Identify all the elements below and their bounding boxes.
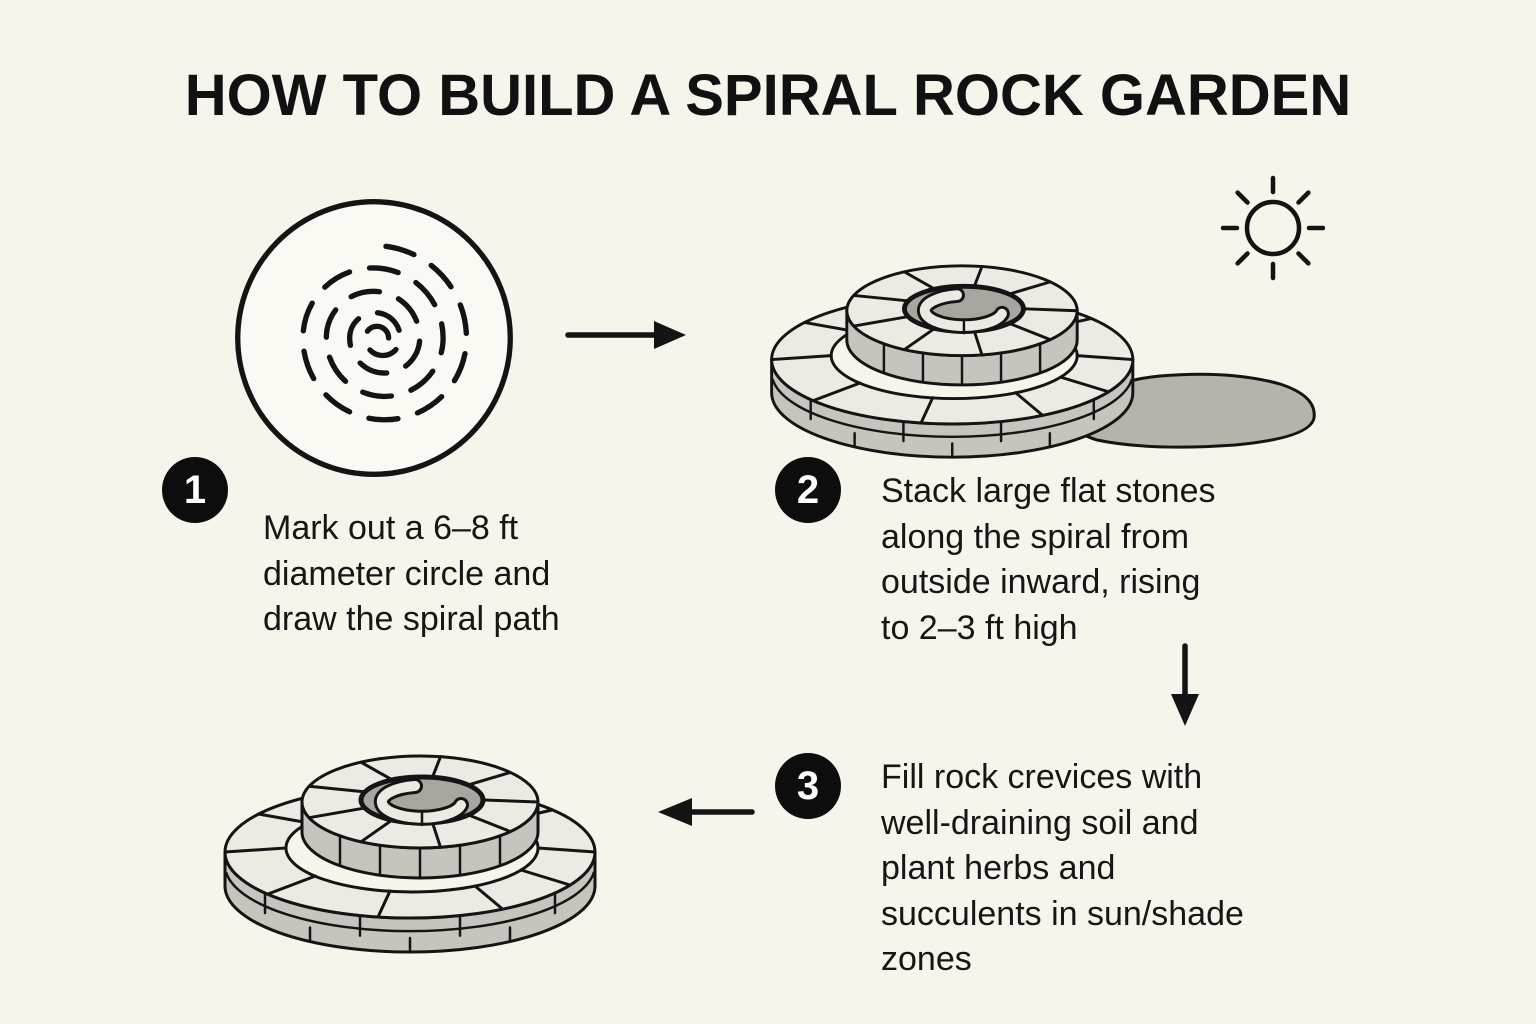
step1-number: 1 [183,467,207,512]
step2-number: 2 [796,467,820,512]
step1-spiral-plan-illustration [228,192,520,484]
step1-badge: 1 [162,457,228,523]
step2-text: Stack large flat stones along the spiral… [881,472,1216,647]
step3-text: Fill rock crevices with well-draining so… [881,758,1244,979]
sun-icon [1220,175,1325,281]
step1-text: Mark out a 6–8 ft diameter circle and dr… [263,509,560,639]
step3-number: 3 [796,763,820,808]
arrow-left-icon [648,790,760,839]
stone-spiral-icon [225,756,595,952]
arrow-right-icon [560,313,700,362]
step2-badge: 2 [775,457,841,523]
arrow-down-icon [1163,640,1207,737]
stone-spiral-icon [772,266,1133,457]
page-title: HOW TO BUILD A SPIRAL ROCK GARDEN [184,63,1352,128]
step3-badge: 3 [775,753,841,819]
ground-mound-icon [1072,372,1316,449]
step3-stone-spiral-illustration [210,662,630,962]
spiral-plan-icon [235,199,513,477]
step2-stone-spiral-illustration [765,170,1325,470]
